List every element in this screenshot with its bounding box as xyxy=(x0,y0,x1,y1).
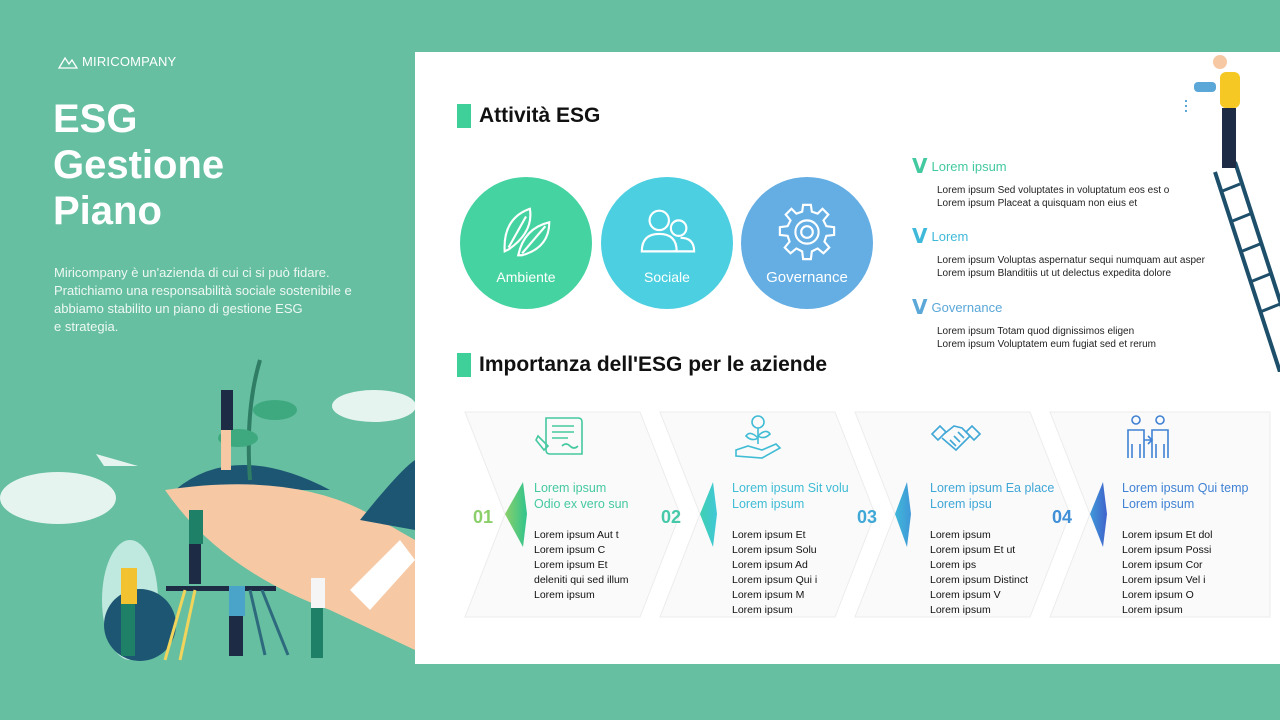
step-item: Lorem ipsum Distinct xyxy=(930,574,1029,586)
hero-desc-line: Miricompany è un'azienda di cui ci si pu… xyxy=(54,265,330,280)
gear-icon xyxy=(778,203,836,260)
hero-title: ESG Gestione Piano xyxy=(53,96,224,234)
step-heading: Lorem ipsum Qui temp xyxy=(1122,481,1249,495)
circle-sociale[interactable]: Sociale xyxy=(601,177,733,309)
step-item: Lorem ipsum xyxy=(930,604,991,616)
title-accent-bar xyxy=(457,104,471,128)
step-item: Lorem ipsum V xyxy=(930,589,1001,601)
circle-label: Sociale xyxy=(644,269,690,285)
step-heading: Odio ex vero sun xyxy=(534,497,629,511)
growth-hand-icon xyxy=(735,415,782,459)
step-heading: Lorem ipsum Sit volu xyxy=(732,481,849,495)
circle-governance[interactable]: Governance xyxy=(741,177,873,309)
hero-title-line: ESG xyxy=(53,97,138,141)
activity-heading: Governance xyxy=(931,299,1003,315)
circle-label: Governance xyxy=(766,268,848,286)
check-v-icon: V xyxy=(912,224,928,248)
activities-title: Attività ESG xyxy=(457,104,600,128)
step-item: Lorem ipsum xyxy=(534,589,595,601)
circle-ambiente[interactable]: Ambiente xyxy=(460,177,592,309)
team-icon xyxy=(1127,415,1169,458)
brand-logo: MIRICOMPANY xyxy=(58,54,176,69)
title-accent-bar xyxy=(457,353,471,377)
hero-desc-line: Pratichiamo una responsabilità sociale s… xyxy=(54,283,352,298)
step-item: Lorem ipsum C xyxy=(534,544,606,556)
step-item: Lorem ipsum Aut t xyxy=(534,529,619,541)
step-number: 02 xyxy=(661,507,682,527)
importance-title: Importanza dell'ESG per le aziende xyxy=(457,353,827,377)
hero-title-line: Gestione xyxy=(53,143,225,187)
activity-line: Lorem ipsum Voluptatem eum fugiat sed et… xyxy=(937,339,1156,350)
ladder-worker-illustration xyxy=(1185,55,1280,372)
step-item: Lorem ips xyxy=(930,559,977,571)
step-item: Lorem ipsum Vel i xyxy=(1122,574,1206,586)
step-item: Lorem ipsum Qui i xyxy=(732,574,818,586)
step-item: Lorem ipsum Cor xyxy=(1122,559,1203,571)
step-item: Lorem ipsum Solu xyxy=(732,544,817,556)
step-item: Lorem ipsum xyxy=(732,604,793,616)
step-item: Lorem ipsum Possi xyxy=(1122,544,1212,556)
check-v-icon: V xyxy=(912,154,928,178)
mountain-logo-icon xyxy=(58,56,78,69)
step-number: 01 xyxy=(473,507,494,527)
people-icon xyxy=(640,209,696,253)
brand-name: MIRICOMPANY xyxy=(82,54,177,69)
activity-heading: Lorem xyxy=(931,228,969,244)
activity-line: Lorem ipsum Placeat a quisquam non eius … xyxy=(937,198,1138,209)
hero-description: Miricompany è un'azienda di cui ci si pu… xyxy=(54,264,384,336)
step-item: Lorem ipsum xyxy=(930,529,991,541)
process-chevrons xyxy=(464,411,1271,618)
importance-title-text: Importanza dell'ESG per le aziende xyxy=(479,353,828,376)
step-item: Lorem ipsum Et xyxy=(534,559,608,571)
activity-heading: Lorem ipsum xyxy=(931,158,1007,174)
step-number: 04 xyxy=(1052,507,1073,527)
step-item: deleniti qui sed illum xyxy=(534,574,629,586)
step-heading: Lorem ipsu xyxy=(930,497,992,511)
step-item: Lorem ipsum Et xyxy=(732,529,806,541)
step-heading: Lorem ipsum xyxy=(732,497,805,511)
step-item: Lorem ipsum Ad xyxy=(732,559,808,571)
step-heading: Lorem ipsum xyxy=(534,481,607,495)
activity-line: Lorem ipsum Sed voluptates in voluptatum… xyxy=(937,185,1170,196)
step-item: Lorem ipsum Et ut xyxy=(930,544,1016,556)
hero-desc-line: abbiamo stabilito un piano di gestione E… xyxy=(54,301,303,316)
step-number: 03 xyxy=(857,507,878,527)
step-item: Lorem ipsum xyxy=(1122,604,1183,616)
step-item: Lorem ipsum M xyxy=(732,589,805,601)
leaf-icon xyxy=(503,207,551,257)
esg-card: Attività ESG Ambiente Sociale Governance… xyxy=(415,52,1280,664)
hero-desc-line: e strategia. xyxy=(54,319,119,334)
hand-plant-illustration xyxy=(0,359,416,661)
handshake-icon xyxy=(930,424,982,452)
check-v-icon: V xyxy=(912,295,928,319)
activity-line: Lorem ipsum Blanditiis ut ut delectus ex… xyxy=(937,268,1172,279)
step-heading: Lorem ipsum xyxy=(1122,497,1195,511)
contract-icon xyxy=(535,417,583,455)
step-item: Lorem ipsum Et dol xyxy=(1122,529,1213,541)
step-heading: Lorem ipsum Ea place xyxy=(930,481,1055,495)
activity-line: Lorem ipsum Voluptas aspernatur sequi nu… xyxy=(937,255,1205,266)
activities-title-text: Attività ESG xyxy=(479,104,601,127)
step-item: Lorem ipsum O xyxy=(1122,589,1194,601)
activity-line: Lorem ipsum Totam quod dignissimos elige… xyxy=(937,326,1135,337)
circle-label: Ambiente xyxy=(496,269,556,285)
hero-title-line: Piano xyxy=(53,189,162,233)
